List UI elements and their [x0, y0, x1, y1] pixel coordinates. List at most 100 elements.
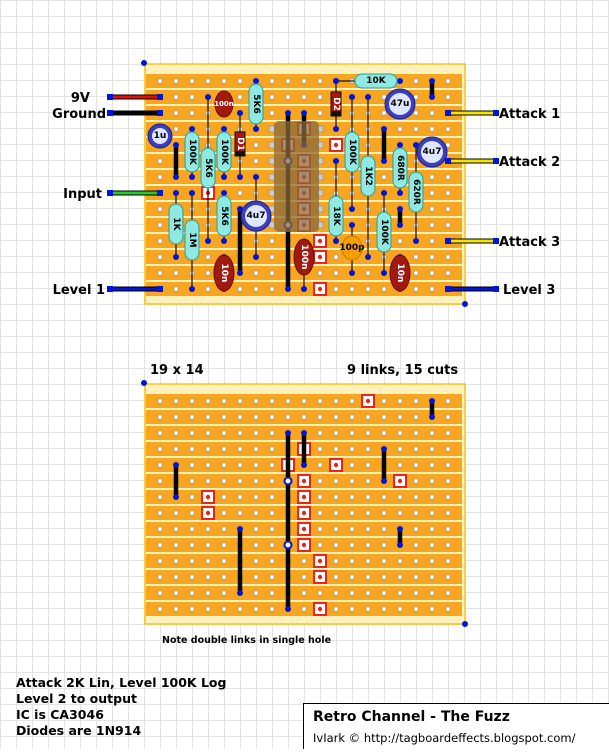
component-label: D1: [235, 137, 245, 151]
hole: [158, 271, 163, 276]
hole: [174, 287, 179, 292]
hole: [318, 479, 323, 484]
hole: [270, 287, 275, 292]
hole: [206, 255, 211, 260]
lead-end: [221, 174, 227, 180]
hole: [382, 399, 387, 404]
component-label: D2: [331, 97, 341, 111]
label-attack2: Attack 2: [499, 155, 560, 170]
hole: [430, 207, 435, 212]
hole: [270, 591, 275, 596]
hole: [158, 239, 163, 244]
hole: [222, 447, 227, 452]
wire-end: [445, 238, 451, 244]
track-cut-dot: [302, 479, 306, 483]
hole: [238, 511, 243, 516]
lead-end: [397, 78, 403, 84]
hole: [366, 495, 371, 500]
component-label: 100K: [219, 139, 229, 166]
hole: [414, 607, 419, 612]
hole: [430, 127, 435, 132]
hole: [430, 495, 435, 500]
credit-link[interactable]: IvIark © http://tagboardeffects.blogspot…: [313, 731, 576, 745]
lead-end: [349, 94, 355, 100]
label-ground: Ground: [52, 107, 106, 122]
hole: [174, 111, 179, 116]
hole: [430, 575, 435, 580]
hole: [446, 95, 451, 100]
hole: [222, 399, 227, 404]
wire-end: [493, 286, 499, 292]
hole: [158, 415, 163, 420]
hole: [318, 495, 323, 500]
hole: [414, 575, 419, 580]
hole: [270, 607, 275, 612]
hole: [414, 399, 419, 404]
hole: [318, 591, 323, 596]
track-cut-dot: [318, 239, 322, 243]
hole: [302, 95, 307, 100]
hole: [270, 447, 275, 452]
board-summary: 9 links, 15 cuts: [347, 363, 458, 378]
wire-end: [157, 94, 163, 100]
hole: [158, 159, 163, 164]
track-cut-dot: [318, 575, 322, 579]
wire-end: [445, 286, 451, 292]
label-attack1: Attack 1: [499, 107, 560, 122]
hole: [254, 575, 259, 580]
hole: [254, 607, 259, 612]
corner-marker: [462, 301, 468, 307]
hole: [302, 591, 307, 596]
hole: [238, 607, 243, 612]
hole: [206, 271, 211, 276]
hole: [302, 559, 307, 564]
hole: [270, 415, 275, 420]
component-label: 100n: [299, 244, 309, 269]
track-cut-dot: [206, 511, 210, 515]
hole: [270, 479, 275, 484]
hole: [382, 111, 387, 116]
wire-end: [107, 110, 113, 116]
hole: [254, 479, 259, 484]
lead-end: [205, 238, 211, 244]
component-label: 680R: [395, 155, 405, 181]
hole: [398, 463, 403, 468]
lead-end: [397, 190, 403, 196]
track-cut-dot: [334, 143, 338, 147]
hole: [270, 79, 275, 84]
hole: [318, 431, 323, 436]
label-input: Input: [63, 187, 102, 202]
hole: [430, 239, 435, 244]
hole: [158, 399, 163, 404]
diode-cathode-band: [235, 151, 245, 156]
label-level1: Level 1: [53, 283, 105, 298]
hole: [158, 207, 163, 212]
hole: [190, 447, 195, 452]
hole: [222, 495, 227, 500]
hole: [158, 431, 163, 436]
hole: [382, 495, 387, 500]
hole: [350, 495, 355, 500]
hole: [270, 463, 275, 468]
note-line: Attack 2K Lin, Level 100K Log: [16, 675, 226, 690]
hole: [158, 447, 163, 452]
hole: [334, 559, 339, 564]
hole: [254, 543, 259, 548]
hole: [446, 255, 451, 260]
hole: [174, 399, 179, 404]
hole: [254, 591, 259, 596]
hole: [270, 239, 275, 244]
hole: [318, 271, 323, 276]
hole: [206, 527, 211, 532]
hole: [414, 591, 419, 596]
hole: [270, 559, 275, 564]
link-end: [381, 158, 387, 164]
wire-end: [157, 110, 163, 116]
hole: [318, 79, 323, 84]
hole: [446, 415, 451, 420]
component-label: 10n: [219, 264, 229, 283]
hole: [302, 575, 307, 580]
link-end: [429, 94, 435, 100]
